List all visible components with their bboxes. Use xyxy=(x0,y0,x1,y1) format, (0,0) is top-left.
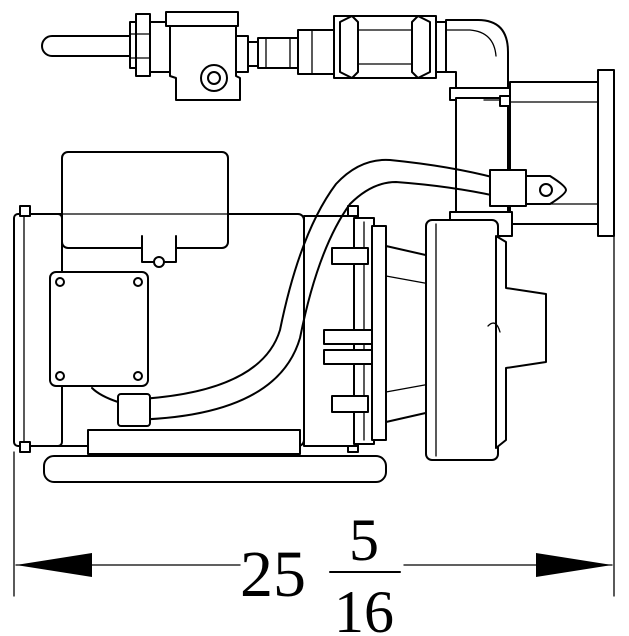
dimension-annotation: 25 5 16 xyxy=(13,235,615,636)
hose-fitting-upper xyxy=(489,169,527,207)
dimension-whole: 25 xyxy=(240,538,306,611)
union-coupling xyxy=(257,37,299,69)
union-nut xyxy=(297,29,337,75)
base-rail xyxy=(87,429,301,455)
stem-nut-flange xyxy=(135,13,151,77)
bolt-bottom-left xyxy=(19,441,31,453)
pipe-elbow xyxy=(445,19,509,93)
pump-volute-body xyxy=(495,235,547,449)
motor xyxy=(13,151,375,453)
arrowhead-right xyxy=(536,553,612,577)
base-plate xyxy=(43,429,387,483)
outlet-flange-face xyxy=(597,69,615,237)
valve-stem-rod xyxy=(41,35,133,57)
top-piping-assembly xyxy=(41,11,513,101)
junction-box xyxy=(49,271,149,387)
pump-frame xyxy=(385,245,431,423)
capacitor-housing xyxy=(61,151,229,249)
arrowhead-left xyxy=(16,553,92,577)
pump-head xyxy=(323,219,547,461)
pump-volute-face xyxy=(425,219,499,461)
dimension-denominator: 16 xyxy=(334,579,394,636)
stem-collar xyxy=(149,21,173,73)
dimension-numerator: 5 xyxy=(349,507,379,573)
flex-hose xyxy=(91,158,567,427)
bolt-top-left xyxy=(19,205,31,217)
valve-port-inner xyxy=(207,71,221,85)
valve-bonnet xyxy=(165,11,239,27)
hose-fitting-lower xyxy=(117,393,151,427)
pump-bracket-ring xyxy=(371,225,387,441)
base-skid xyxy=(43,455,387,483)
bolt-top-right xyxy=(347,205,359,217)
valve-end-cap xyxy=(235,35,249,73)
